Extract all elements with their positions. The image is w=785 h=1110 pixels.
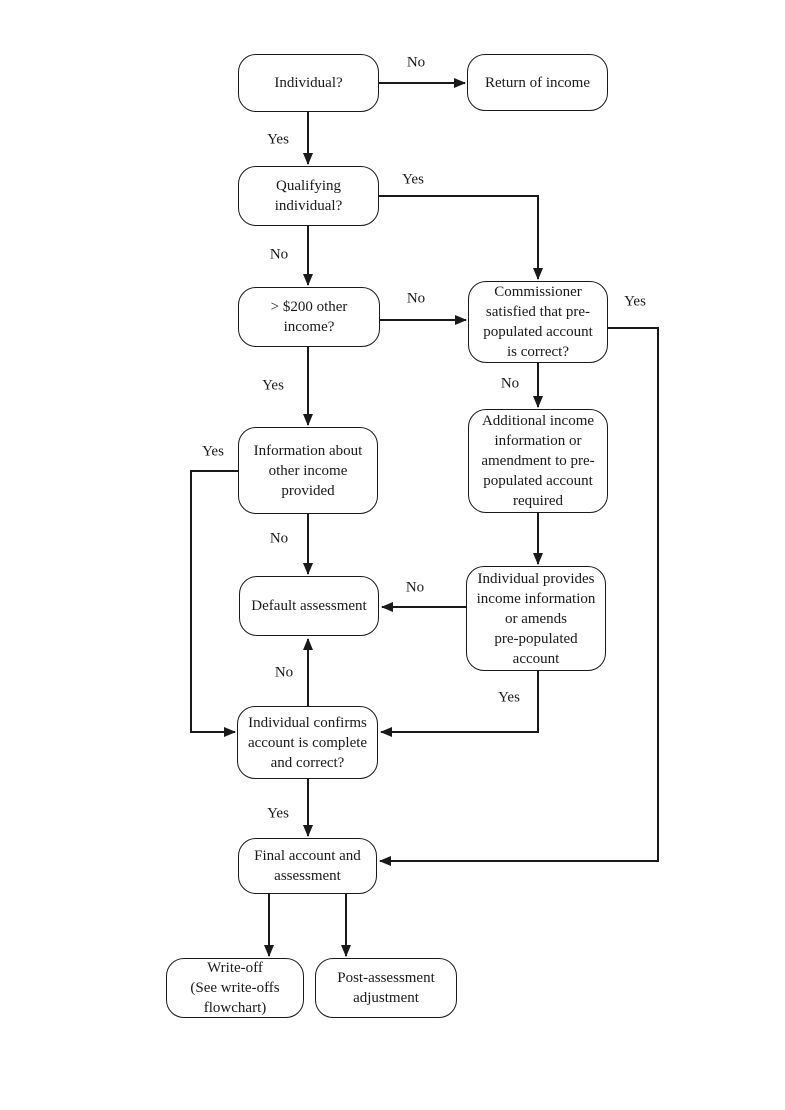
edge-label-other-income-yes: Yes <box>262 377 284 394</box>
node-individual-confirms: Individual confirms account is complete … <box>237 706 378 779</box>
node-qualifying-individual: Qualifying individual? <box>238 166 379 226</box>
edge-label-confirms-yes: Yes <box>267 805 289 822</box>
node-final-account: Final account and assessment <box>238 838 377 894</box>
edge-label-qualifying-no: No <box>269 246 289 263</box>
node-default-assessment: Default assessment <box>239 576 379 636</box>
node-individual: Individual? <box>238 54 379 112</box>
node-other-income-200: > $200 other income? <box>238 287 380 347</box>
edge-label-commissioner-no: No <box>500 375 520 392</box>
edge-label-qualifying-yes: Yes <box>402 171 424 188</box>
edge-label-provides-no: No <box>405 579 425 596</box>
edge-qualifying-to-commissioner <box>379 195 543 280</box>
edge-commissioner-to-final <box>379 327 659 866</box>
node-individual-provides: Individual provides income information o… <box>466 566 606 671</box>
edge-label-individual-yes: Yes <box>267 131 289 148</box>
edge-provides-to-confirms <box>380 671 539 737</box>
edge-label-provides-yes: Yes <box>498 689 520 706</box>
edge-information-to-confirms <box>190 470 238 737</box>
node-write-off: Write-off (See write-offs flowchart) <box>166 958 304 1018</box>
node-additional-required: Additional income information or amendme… <box>468 409 608 513</box>
node-return-of-income: Return of income <box>467 54 608 111</box>
edge-label-individual-no: No <box>406 54 426 71</box>
edge-label-confirms-no: No <box>274 664 294 681</box>
edge-label-information-no: No <box>269 530 289 547</box>
node-information-provided: Information about other income provided <box>238 427 378 514</box>
edge-label-information-yes: Yes <box>202 443 224 460</box>
node-post-assessment: Post-assessment adjustment <box>315 958 457 1018</box>
edge-label-commissioner-yes: Yes <box>624 293 646 310</box>
node-commissioner-satisfied: Commissioner satisfied that pre- populat… <box>468 281 608 363</box>
edge-label-other-income-no: No <box>406 290 426 307</box>
